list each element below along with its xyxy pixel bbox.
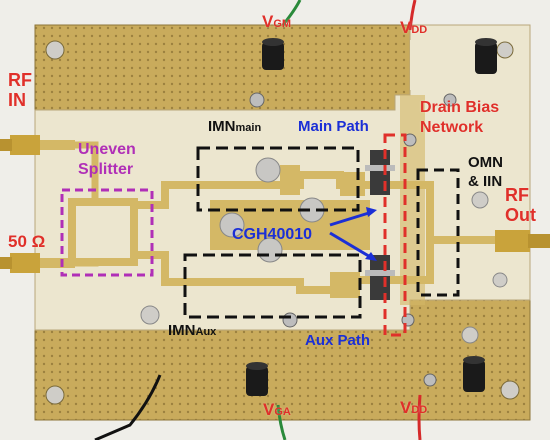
transistor-aux — [370, 255, 390, 300]
label-omn-iin: OMN& IIN — [468, 154, 503, 190]
label-vga: VGA — [263, 400, 291, 419]
capacitor-vga — [246, 362, 268, 396]
wire-green — [281, 0, 302, 26]
wire-red-top — [408, 0, 417, 31]
wire-green-bottom — [276, 404, 287, 440]
sma-connector-rf-in-top — [0, 135, 40, 155]
sma-connector-rf-out — [495, 230, 550, 252]
splitter-dashed-box — [60, 188, 154, 277]
label-cgh40010: CGH40010 — [232, 226, 313, 243]
label-aux-path: Aux Path — [305, 332, 371, 349]
wire-red-bottom — [417, 394, 422, 440]
drain-bias-dashed-box — [383, 133, 407, 337]
capacitor-vdd-bottom — [463, 356, 485, 392]
transistor-main — [370, 150, 390, 195]
imn-main-dashed-box — [196, 146, 360, 212]
label-main-path: Main Path — [298, 118, 369, 135]
sma-connector-rf-in-bottom — [0, 253, 40, 273]
imn-aux-dashed-box — [183, 253, 362, 319]
omn-dashed-box — [416, 168, 460, 297]
label-vgm: VGM — [262, 12, 292, 31]
label-50-ohm: 50 Ω — [8, 232, 46, 251]
capacitor-vdd-top — [475, 38, 497, 74]
label-imn-aux: IMNAux — [168, 322, 217, 339]
capacitor-vgm — [262, 38, 284, 70]
wire-black — [94, 374, 162, 440]
splitter-trace — [68, 198, 138, 266]
cgh-arrows — [329, 207, 377, 261]
label-imn-main: IMNmain — [208, 118, 262, 135]
label-vdd-top: VDD — [400, 18, 428, 37]
label-vdd-bottom: VDD — [400, 398, 428, 417]
